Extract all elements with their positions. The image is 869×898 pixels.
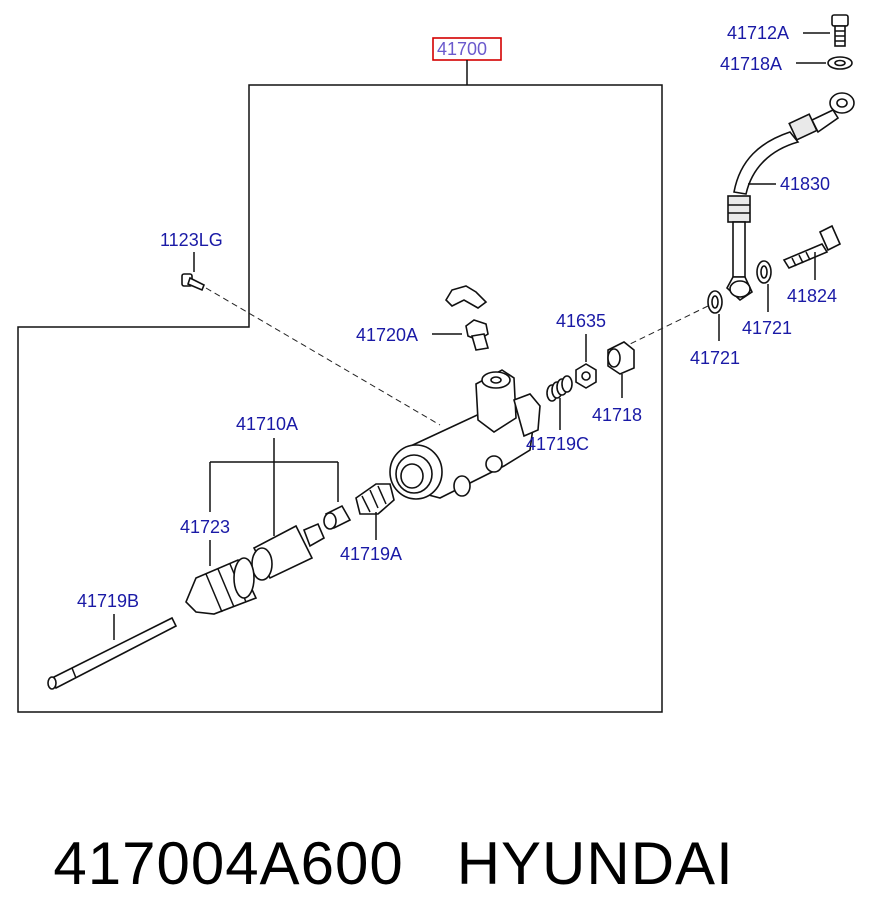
callout-bleeder[interactable]: 41720A [356, 325, 418, 345]
cap-icon [607, 341, 635, 375]
callout-gasket-left[interactable]: 41721 [690, 348, 740, 368]
axis-screw [205, 287, 441, 426]
boot-icon [185, 557, 258, 615]
callout-washer-top[interactable]: 41718A [720, 54, 782, 74]
cylinder-body-icon [389, 369, 541, 500]
callout-bolt-top[interactable]: 41712A [727, 23, 789, 43]
kit-bracket [209, 438, 339, 536]
piston-icon [251, 522, 326, 581]
part-number: 417004A600 [53, 830, 404, 897]
callout-cap[interactable]: 41718 [592, 405, 642, 425]
bolt-icon [831, 14, 849, 47]
callout-assembly[interactable]: 41700 [437, 39, 487, 59]
callout-cup-kit[interactable]: 41723 [180, 517, 230, 537]
spring-icon [546, 375, 573, 402]
callout-gasket-right[interactable]: 41721 [742, 318, 792, 338]
callout-boot[interactable]: 41719A [340, 544, 402, 564]
bleeder-cap-icon [444, 285, 488, 309]
bleeder-screw-icon [465, 319, 490, 351]
assembly-frame [17, 84, 663, 713]
callout-hose[interactable]: 41830 [780, 174, 830, 194]
spring-seat-icon [575, 363, 597, 389]
dust-boot-icon [355, 483, 395, 515]
screw-icon [181, 273, 206, 292]
callout-screw[interactable]: 1123LG [160, 230, 223, 250]
clutch-hose-icon [725, 92, 855, 302]
callout-eye-bolt[interactable]: 41824 [787, 286, 837, 306]
parts-diagram: 41700 41712A 41718A 41830 41 [17, 14, 855, 713]
gasket-right-icon [756, 260, 772, 284]
callout-spring-seat[interactable]: 41635 [556, 311, 606, 331]
push-rod-icon [47, 616, 178, 690]
callout-spring[interactable]: 41719C [526, 434, 589, 454]
washer-icon [827, 56, 853, 70]
part-footer: 417004A600 HYUNDAI [18, 760, 734, 898]
callout-push-rod[interactable]: 41719B [77, 591, 139, 611]
eye-bolt-icon [782, 224, 842, 270]
piston-cup-icon [323, 504, 352, 530]
gasket-left-icon [707, 290, 723, 314]
callout-kit[interactable]: 41710A [236, 414, 298, 434]
brand-name: HYUNDAI [456, 830, 734, 897]
axis-hose [627, 305, 709, 346]
